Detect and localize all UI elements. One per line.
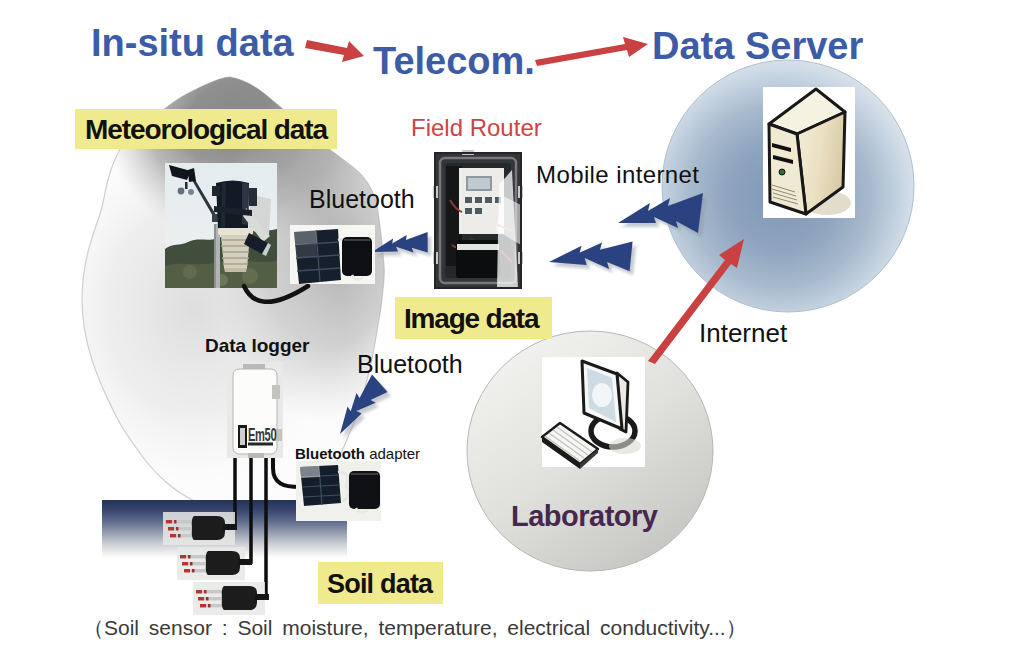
svg-text:Em50: Em50 (248, 424, 276, 444)
